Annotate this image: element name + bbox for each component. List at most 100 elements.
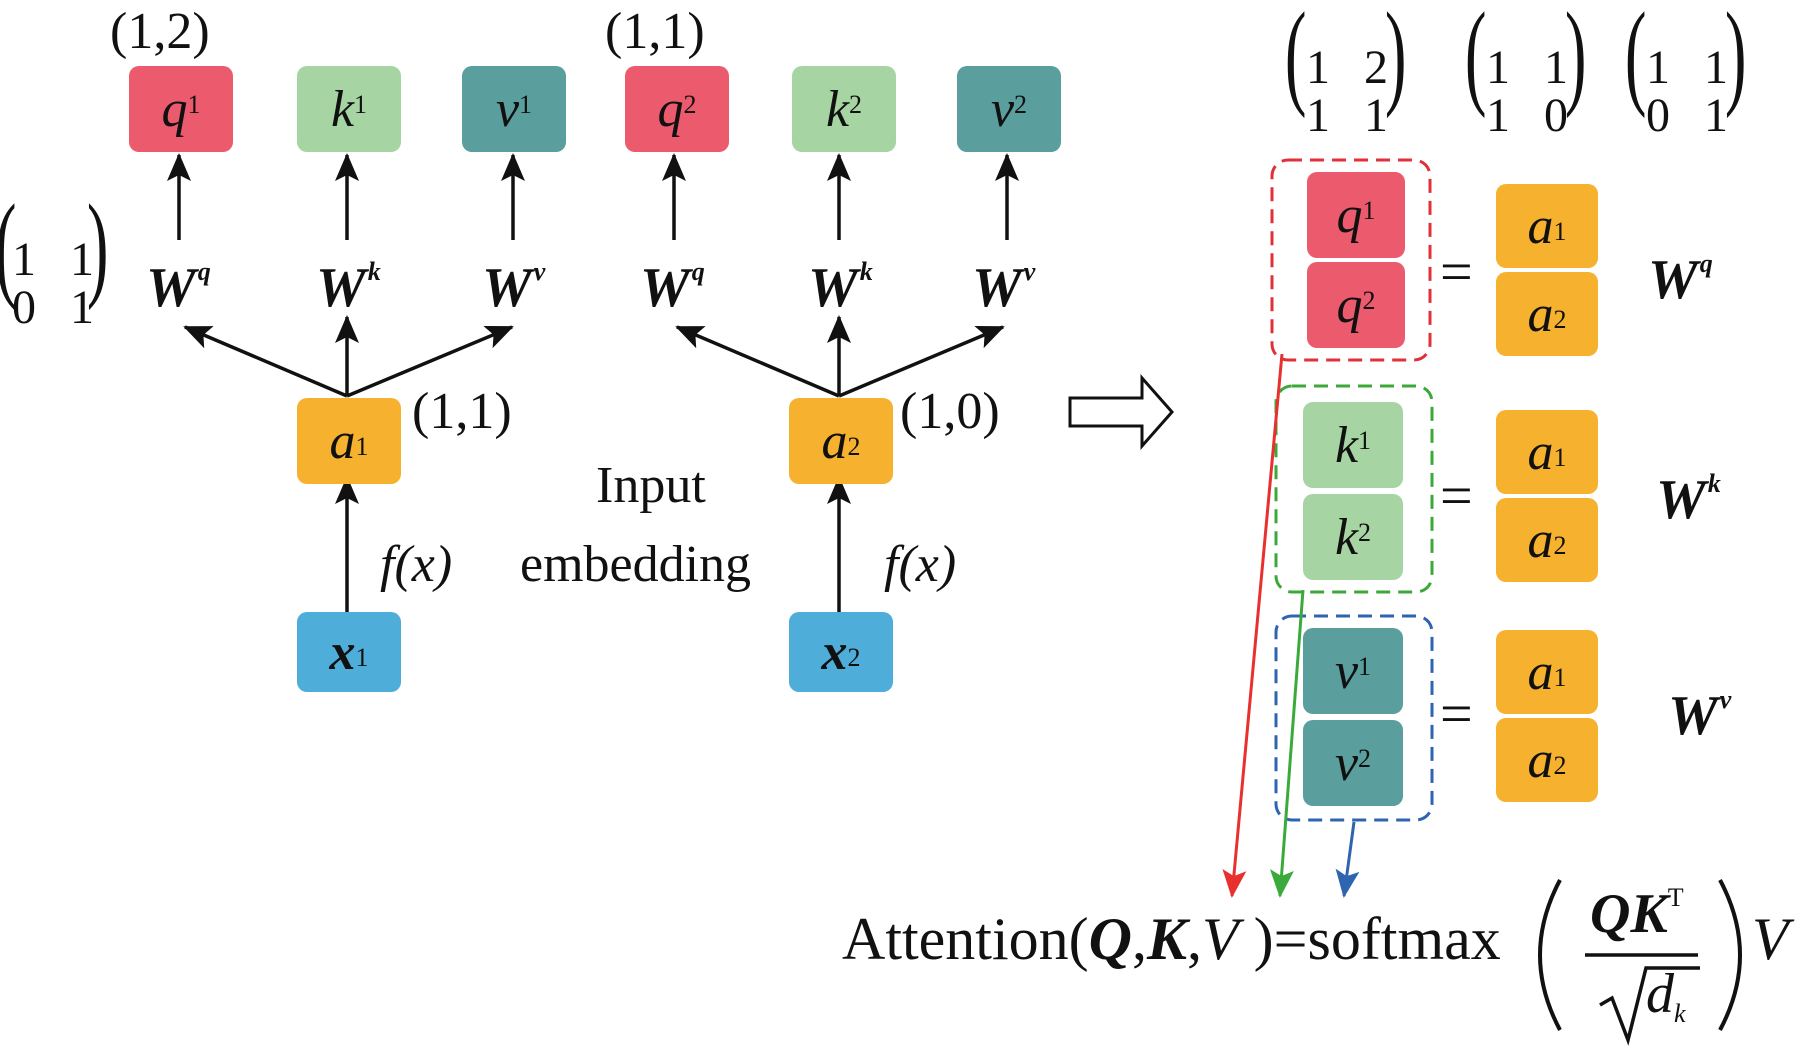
formula-K: K [1146,906,1187,972]
q2-sup: 2 [683,90,697,119]
q1-coordinate: (1,2) [110,3,210,60]
wq-matrix-row1: 1 1 [12,233,94,286]
matrix-wk-row2: 1 0 [1486,89,1568,142]
a2-base: a [821,412,848,470]
a1-base: a [329,412,356,470]
wq-label-1: Wq [146,257,211,319]
matrix-wv-row2: 0 1 [1646,89,1728,142]
a2-sub: 2 [847,432,861,461]
x2-base: x [821,623,848,681]
wq-label-2: Wq [640,257,705,319]
k1-sup: 1 [354,90,368,119]
v2-sup: 2 [1014,90,1028,119]
sqrt-sign [1599,966,1700,1046]
right-wv-label: Wv [1668,685,1732,747]
right-wk-label: Wk [1656,469,1721,531]
f-x-label-1: f(x) [380,536,453,593]
q2-coordinate: (1,1) [605,3,705,60]
q1-sup: 1 [187,90,201,119]
formula-comma-1: , [1131,906,1147,972]
wv-label-2: Wv [972,257,1036,319]
formula-Q: Q [1088,906,1132,972]
formula-attention: Attention( [842,906,1089,972]
arrow-a2-wv [838,325,1005,398]
implies-arrow-icon [1068,374,1175,450]
formula-denominator: dk [1646,962,1686,1028]
x1-sub: 1 [355,643,369,672]
matrix-wq: ( 1 2 1 1 ) [1284,0,1407,142]
a1-coordinate: (1,1) [412,383,512,440]
formula-den-d: d [1646,963,1674,1025]
k2-base: k [825,80,850,138]
formula-softmax: )=softmax [1238,906,1501,972]
arrow-a1-wq [183,325,348,398]
f-x-label-2: f(x) [884,536,957,593]
wv-label-1: Wv [482,257,546,319]
formula-den-k: k [1674,999,1686,1028]
v-group-outline [1274,614,1434,822]
x2-sub: 2 [847,643,861,672]
arrow-a1-wv [346,325,514,398]
formula-numerator: QKT [1590,882,1684,946]
green-arrow-to-K [1269,589,1305,898]
input-label: Input [596,457,706,514]
k-group-outline [1274,384,1434,594]
arrow-a2-wq [675,325,840,398]
matrix-wk: ( 1 1 1 0 ) [1464,0,1587,142]
matrix-wq-row2: 1 1 [1306,89,1388,142]
v1-base: v [495,80,520,138]
right-wq-label: Wq [1648,249,1713,311]
attention-formula: Attention(Q,K,V )=softmax [842,905,1501,974]
matrix-wv: ( 1 1 0 1 ) [1624,0,1747,142]
wk-label-2: Wk [808,257,873,319]
k1-base: k [330,80,355,138]
formula-right-paren [1718,879,1742,1031]
formula-num-T: T [1667,883,1684,912]
formula-tail-V: V [1752,906,1789,972]
formula-left-paren [1538,879,1562,1031]
x1-base: x [329,623,356,681]
equals-sign-v: = [1440,681,1473,746]
formula-comma-2: , [1187,906,1202,972]
red-arrow-to-Q [1222,353,1284,898]
a1-sub: 1 [355,432,369,461]
embedding-label: embedding [520,536,752,593]
formula-num-QK: QK [1590,883,1668,945]
q1-base: q [161,80,188,138]
v2-base: v [990,80,1015,138]
v1-sup: 1 [519,90,533,119]
equals-sign-k: = [1440,463,1473,528]
equals-sign-q: = [1440,239,1473,304]
blue-arrow-to-V [1335,821,1360,898]
k2-sup: 2 [849,90,863,119]
formula-V: V [1202,906,1239,972]
a2-coordinate: (1,0) [900,383,1000,440]
matrix-wq-row1: 1 2 [1306,41,1388,94]
matrix-wv-row1: 1 1 [1646,41,1728,94]
wq-matrix: ( 1 1 0 1 ) [0,180,109,334]
matrix-wk-row1: 1 1 [1486,41,1568,94]
